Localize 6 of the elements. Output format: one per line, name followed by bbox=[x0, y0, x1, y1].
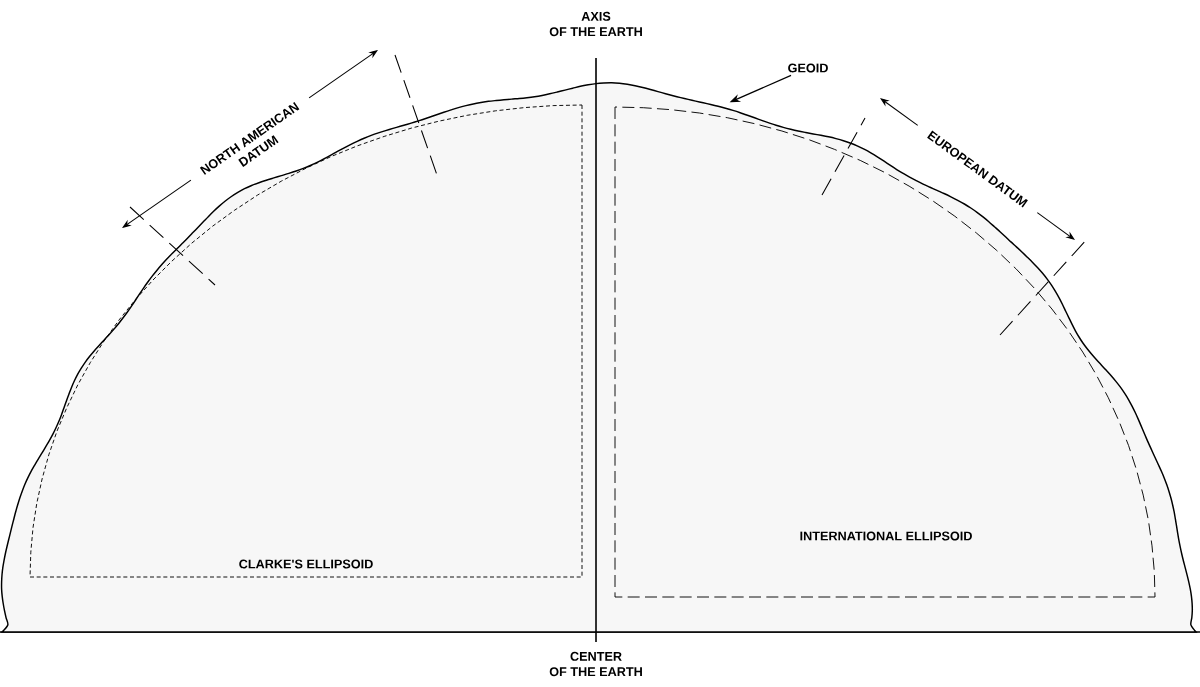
ellipsoid-label: INTERNATIONAL ELLIPSOID bbox=[800, 531, 972, 541]
ellipsoid-label: CLARKE'S ELLIPSOID bbox=[239, 559, 373, 569]
geoid-label: GEOID bbox=[788, 63, 828, 73]
center-label: CENTER OF THE EARTH bbox=[549, 651, 642, 677]
axis-label: AXIS OF THE EARTH bbox=[549, 11, 642, 37]
geoid-curve bbox=[0, 82, 1197, 633]
